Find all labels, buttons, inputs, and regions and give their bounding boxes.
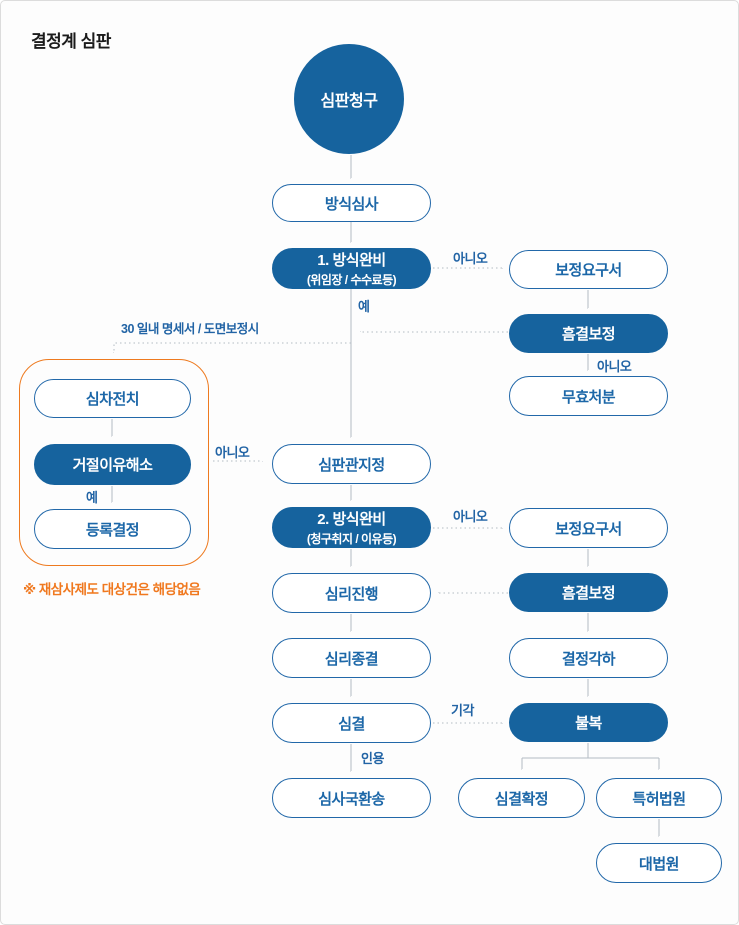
node-correction-request-1: 보정요구서: [509, 250, 668, 289]
node-correction-request-2: 보정요구서: [509, 508, 668, 548]
node-formality-check: 방식심사: [272, 184, 431, 222]
node-formality-complete-2: 2. 방식완비 (청구취지 / 이유등): [272, 507, 431, 548]
node-invalidation: 무효처분: [509, 376, 668, 416]
node-defect-correction-1: 흠결보정: [509, 314, 668, 353]
node-supreme-court: 대법원: [596, 843, 722, 883]
node-remand-to-bureau: 심사국환송: [272, 778, 431, 818]
node-defect-correction-2: 흠결보정: [509, 573, 668, 612]
edge-label-no-1: 아니오: [453, 251, 488, 266]
node-label: 특허법원: [632, 790, 686, 808]
node-label: 보정요구서: [555, 520, 622, 538]
node-pre-trial: 심차전치: [34, 379, 191, 418]
node-label: 심판관지정: [318, 456, 385, 474]
node-label: 1. 방식완비: [317, 252, 386, 269]
node-label: 심리종결: [324, 650, 379, 668]
node-formality-complete-1: 1. 방식완비 (위임장 / 수수료등): [272, 248, 431, 289]
node-trial-proceeding: 심리진행: [272, 573, 431, 613]
edge-label-dismissed: 기각: [451, 703, 474, 718]
node-label: 심판청구: [320, 93, 378, 110]
node-label: 심리진행: [324, 585, 379, 603]
node-label: 심결: [338, 715, 365, 733]
node-label: 흠결보정: [561, 326, 616, 343]
node-decision-final: 심결확정: [458, 778, 585, 818]
edge-label-yes-1: 예: [358, 299, 370, 314]
node-label: 등록결정: [85, 521, 140, 539]
node-label: 무효처분: [561, 388, 616, 406]
node-label: 거절이유해소: [72, 457, 153, 474]
node-trial-decision: 심결: [272, 703, 431, 743]
node-label: 보정요구서: [555, 262, 622, 279]
edge-label-no-2: 아니오: [597, 359, 632, 374]
node-rejection-resolved: 거절이유해소: [34, 444, 191, 485]
node-decision-dismissal: 결정각하: [509, 638, 668, 678]
node-sublabel: (청구취지 / 이유등): [306, 532, 397, 546]
edge-label-yes-3: 예: [86, 490, 98, 505]
edge-label-no-3: 아니오: [215, 445, 250, 460]
node-examiner-assignment: 심판관지정: [272, 444, 431, 484]
node-sublabel: (위임장 / 수수료등): [306, 273, 397, 287]
node-trial-request: 심판청구: [294, 44, 404, 154]
node-patent-court: 특허법원: [596, 778, 722, 818]
node-label: 흠결보정: [561, 585, 616, 602]
node-label: 불복: [575, 715, 602, 732]
edge-label-30day: 30 일내 명세서 / 도면보정시: [121, 322, 259, 336]
node-label: 심사국환송: [318, 790, 385, 808]
edge-label-accepted: 인용: [361, 751, 384, 766]
reexam-note: ※ 재삼사제도 대상건은 해당없음: [23, 582, 201, 597]
node-label: 결정각하: [561, 650, 616, 668]
page-title: 결정계 심판: [31, 32, 111, 51]
pre-trial-group-box: [19, 359, 209, 566]
node-appeal: 불복: [509, 703, 668, 742]
node-trial-closing: 심리종결: [272, 638, 431, 678]
node-label: 대법원: [639, 855, 679, 873]
node-registration-decision: 등록결정: [34, 509, 191, 549]
node-label: 방식심사: [324, 195, 379, 213]
node-label: 심차전치: [85, 391, 140, 408]
node-label: 심결확정: [494, 790, 549, 808]
edge-label-no-4: 아니오: [453, 509, 488, 524]
node-label: 2. 방식완비: [317, 511, 386, 528]
